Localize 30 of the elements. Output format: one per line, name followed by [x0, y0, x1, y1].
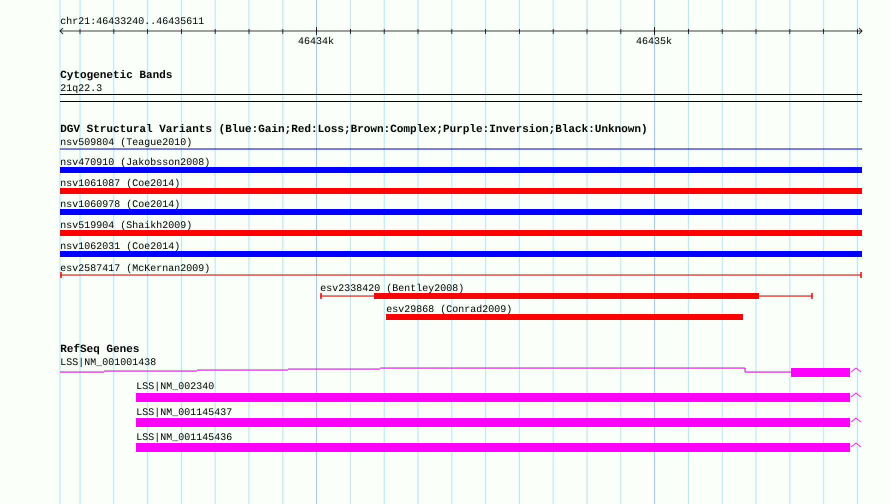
variant-feature: nsv470910 (Jakobsson2008): [60, 158, 862, 173]
tick-label: 46434k: [298, 36, 334, 44]
node-label: nsv1060978 (Coe2014): [61, 200, 179, 210]
gene-feature: LSS|NM_001001438: [60, 358, 862, 377]
variant-feature: esv2587417 (McKernan2009): [60, 264, 862, 278]
position-label: chr21:46433240..46435611: [60, 16, 204, 24]
node-label: nsv519904 (Shaikh2009): [61, 220, 191, 230]
variant-feature: esv29868 (Conrad2009): [386, 304, 743, 320]
node-label: esv29868 (Conrad2009): [386, 304, 511, 314]
node-label: LSS|NM_001145437: [137, 408, 232, 418]
variant-feature: nsv509804 (Teague2010): [60, 138, 862, 150]
node-label: nsv1062031 (Coe2014): [61, 242, 179, 252]
variant-feature: nsv1062031 (Coe2014): [60, 242, 862, 257]
node-label: LSS|NM_002340: [137, 382, 214, 392]
variant-feature: esv2338420 (Bentley2008): [320, 284, 813, 299]
gene-feature: LSS|NM_001145436: [136, 432, 862, 452]
track-title: Cytogenetic Bands: [60, 70, 172, 80]
node-label: esv2338420 (Bentley2008): [320, 284, 463, 294]
node-label: nsv470910 (Jakobsson2008): [61, 158, 209, 168]
variant-feature: nsv519904 (Shaikh2009): [60, 220, 862, 236]
variant-feature: nsv1061087 (Coe2014): [60, 178, 862, 194]
node-label: LSS|NM_001001438: [61, 358, 156, 368]
track-title: DGV Structural Variants (Blue:Gain;Red:Loss;Brown:Complex;Purple:Inversion;Black:Unknown): [60, 124, 646, 134]
band-label: 21q22.3: [60, 84, 102, 94]
gene-feature: LSS|NM_002340: [136, 382, 862, 402]
variant-feature: nsv1060978 (Coe2014): [60, 200, 862, 215]
node-label: LSS|NM_001145436: [137, 432, 232, 442]
tick-label: 46435k: [636, 36, 672, 44]
gene-feature: LSS|NM_001145437: [136, 408, 862, 427]
node-label: nsv1061087 (Coe2014): [61, 178, 179, 188]
